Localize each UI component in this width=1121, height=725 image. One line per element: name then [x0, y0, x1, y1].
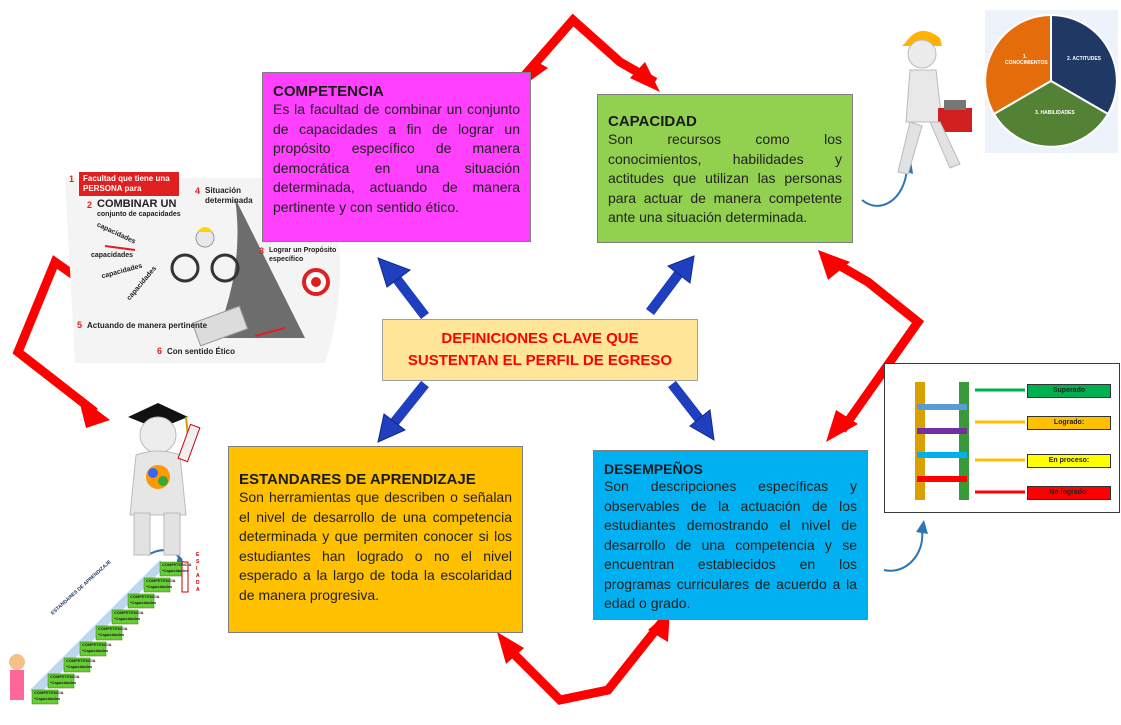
pie-label-conocimientos: 1. CONOCIMIENTOS: [1005, 54, 1048, 66]
step-label-4: COMPETENCIA: [82, 642, 112, 647]
step-label-8: COMPETENCIA: [146, 578, 176, 583]
estandares-title: ESTANDARES DE APRENDIZAJE: [239, 471, 476, 488]
pie-slice-actitudes: [1050, 13, 1118, 116]
item2b-label: conjunto de capacidades: [97, 211, 181, 218]
level-logrado: Logrado:: [1027, 416, 1111, 430]
side-letter-6: A: [196, 587, 200, 593]
item5-label: Actuando de manera pertinente: [87, 321, 208, 330]
step-label-7: COMPETENCIA: [130, 594, 160, 599]
worker-figure-icon: [897, 30, 972, 175]
item3-label: Lograr un Propósito específico: [269, 247, 337, 263]
desempenos-box: DESEMPEÑOS Son descripciones específicas…: [593, 450, 868, 620]
pie-slice-conocimientos: [984, 13, 1052, 116]
step-sub-9: *Capacidades: [162, 568, 189, 573]
side-letter-5: D: [196, 580, 200, 586]
pie-label-actitudes: 2. ACTITUDES: [1067, 56, 1101, 62]
item4-number: 4: [195, 186, 201, 196]
step-label-6: COMPETENCIA: [114, 610, 144, 615]
competencia-illustration: 1 Facultad que tiene una PERSONA para 2 …: [65, 168, 355, 368]
side-letter-1: E: [196, 552, 200, 558]
graduate-figure-icon: [128, 403, 201, 556]
step-sub-1: *Capacidades: [34, 696, 61, 701]
arrow-right: [827, 256, 925, 433]
curve-arrow-right-top: [861, 167, 908, 207]
step-label-3: COMPETENCIA: [66, 658, 96, 663]
capacidad-text: Son recursos como los conocimientos, hab…: [608, 131, 842, 225]
item2-number: 2: [87, 200, 93, 210]
level-en-proceso: En proceso:: [1027, 454, 1111, 468]
competencia-text: Es la facultad de combinar un conjunto d…: [273, 101, 520, 215]
item5-number: 5: [77, 320, 83, 330]
level-no-logrado: No logrado:: [1027, 486, 1111, 500]
capacidad-title: CAPACIDAD: [608, 113, 697, 130]
worker-illustration: [880, 22, 985, 182]
item1-label: Facultad que tiene una PERSONA para: [83, 174, 170, 193]
center-title-line2: SUSTENTAN EL PERFIL DE EGRESO: [407, 352, 673, 369]
estandares-box: ESTANDARES DE APRENDIZAJE Son herramient…: [228, 446, 523, 633]
capacidad-box: CAPACIDAD Son recursos como los conocimi…: [597, 94, 853, 243]
step-sub-5: *Capacidades: [98, 632, 125, 637]
item6-label: Con sentido Ético: [167, 347, 235, 356]
cap-word-2: capacidades: [91, 252, 134, 259]
side-letter-2: S: [196, 559, 200, 565]
item1-number: 1: [69, 174, 75, 184]
step-label-9: COMPETENCIA: [162, 562, 192, 567]
level-superado: Superado: [1027, 384, 1111, 398]
side-letter-3: I: [196, 566, 198, 572]
estandares-text: Son herramientas que describen o señalan…: [239, 489, 512, 603]
item2-label: COMBINAR UN: [97, 198, 177, 210]
ladder-art: [915, 382, 1025, 500]
graduate-illustration: [108, 395, 218, 560]
step-label-1: COMPETENCIA: [34, 690, 64, 695]
pie-slice-habilidades: [992, 79, 1110, 148]
step-sub-2: *Capacidades: [50, 680, 77, 685]
step-sub-6: *Capacidades: [114, 616, 141, 621]
center-title-line1: DEFINICIONES CLAVE QUE: [441, 330, 639, 347]
item6-number: 6: [157, 346, 163, 356]
pie-art: [984, 13, 1118, 148]
item4-label: Situación determinada: [205, 186, 253, 205]
desempenos-title: DESEMPEÑOS: [604, 461, 703, 477]
pie-illustration: 1. CONOCIMIENTOS 2. ACTITUDES 3. HABILID…: [984, 10, 1118, 153]
levels-illustration: Superado Logrado: En proceso: No logrado…: [884, 363, 1120, 513]
stairs-art: [9, 560, 189, 705]
pie-label-habilidades: 3. HABILIDADES: [1035, 110, 1075, 116]
step-sub-3: *Capacidades: [66, 664, 93, 669]
stairs-illustration: ESTANDARES DE APRENDIZAJE COMPETENCIA *C…: [0, 550, 210, 720]
step-sub-8: *Capacidades: [146, 584, 173, 589]
desempenos-text: Son descripciones específicas y observab…: [604, 478, 857, 611]
arrow-bottom: [501, 619, 666, 705]
competencia-box: COMPETENCIA Es la facultad de combinar u…: [262, 72, 531, 242]
step-label-2: COMPETENCIA: [50, 674, 80, 679]
step-sub-4: *Capacidades: [82, 648, 109, 653]
step-label-5: COMPETENCIA: [98, 626, 128, 631]
center-title-box: DEFINICIONES CLAVE QUE SUSTENTAN EL PERF…: [382, 319, 698, 381]
item3-number: 3: [259, 246, 265, 256]
step-sub-7: *Capacidades: [130, 600, 157, 605]
side-letter-4: A: [196, 573, 200, 579]
curve-arrow-right-bottom: [883, 529, 924, 572]
competencia-title: COMPETENCIA: [273, 83, 384, 100]
